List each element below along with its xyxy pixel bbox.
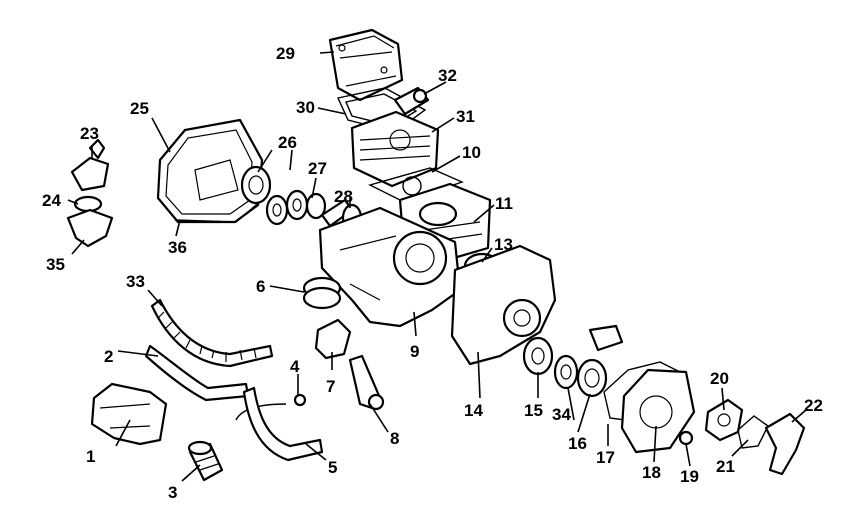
label-24: 24 — [42, 191, 61, 210]
part-7-block — [314, 318, 352, 360]
label-23: 23 — [80, 124, 99, 143]
label-9: 9 — [410, 342, 419, 361]
label-7: 7 — [326, 377, 335, 396]
label-4: 4 — [290, 357, 300, 376]
label-21: 21 — [716, 457, 735, 476]
part-33-flex-hose — [150, 298, 274, 368]
label-22: 22 — [804, 396, 823, 415]
label-6: 6 — [256, 277, 265, 296]
label-3: 3 — [168, 483, 177, 502]
label-20: 20 — [710, 369, 729, 388]
label-33: 33 — [126, 272, 145, 291]
label-15: 15 — [524, 401, 543, 420]
label-27: 27 — [308, 159, 327, 178]
part-24-ring — [73, 195, 103, 213]
label-34: 34 — [552, 405, 571, 424]
part-36-cover-gasket — [174, 199, 263, 223]
label-17: 17 — [596, 448, 615, 467]
part-26-gear-set — [240, 165, 327, 226]
label-16: 16 — [568, 434, 587, 453]
part-31-cylinder-head — [350, 110, 440, 188]
callout-labels: 1 2 3 4 5 6 7 8 9 10 11 13 14 15 34 16 1… — [42, 44, 823, 502]
part-19-plug — [678, 430, 694, 446]
part-21-seal — [737, 415, 769, 449]
label-31: 31 — [456, 107, 475, 126]
part-8-connecting-rod — [348, 354, 385, 411]
label-35: 35 — [46, 255, 65, 274]
part-29-valve-cover — [328, 28, 404, 102]
label-1: 1 — [86, 447, 95, 466]
label-5: 5 — [328, 458, 337, 477]
label-8: 8 — [390, 429, 399, 448]
part-15-clutch — [522, 336, 554, 376]
label-10: 10 — [462, 143, 481, 162]
part-14-crankcase-right — [450, 244, 557, 366]
label-26: 26 — [278, 133, 297, 152]
part-3-filter — [187, 440, 224, 482]
part-10-head-gasket — [368, 167, 464, 203]
part-16-rotor — [576, 324, 624, 398]
leader-lines — [67, 51, 807, 482]
label-14: 14 — [464, 401, 483, 420]
label-11: 11 — [495, 194, 513, 213]
label-32: 32 — [438, 66, 457, 85]
label-25: 25 — [130, 99, 149, 118]
label-2: 2 — [104, 347, 113, 366]
part-5-hose — [242, 386, 324, 462]
part-22-outlet-elbow — [764, 412, 806, 476]
part-35-base — [66, 208, 114, 248]
part-18-ignition-cover — [620, 368, 696, 454]
label-28: 28 — [334, 187, 353, 206]
part-32-fitting — [393, 86, 430, 116]
label-19: 19 — [680, 467, 699, 486]
part-6-ring — [302, 276, 342, 310]
label-18: 18 — [642, 463, 661, 482]
part-23-housing — [70, 138, 110, 192]
part-25-side-cover — [156, 118, 264, 224]
label-30: 30 — [296, 98, 315, 117]
part-1-housing — [90, 382, 168, 446]
part-34-bearing — [553, 354, 579, 390]
part-9-crankcase-left — [318, 206, 462, 328]
label-36: 36 — [168, 238, 187, 257]
label-13: 13 — [494, 235, 513, 254]
label-29: 29 — [276, 44, 295, 63]
